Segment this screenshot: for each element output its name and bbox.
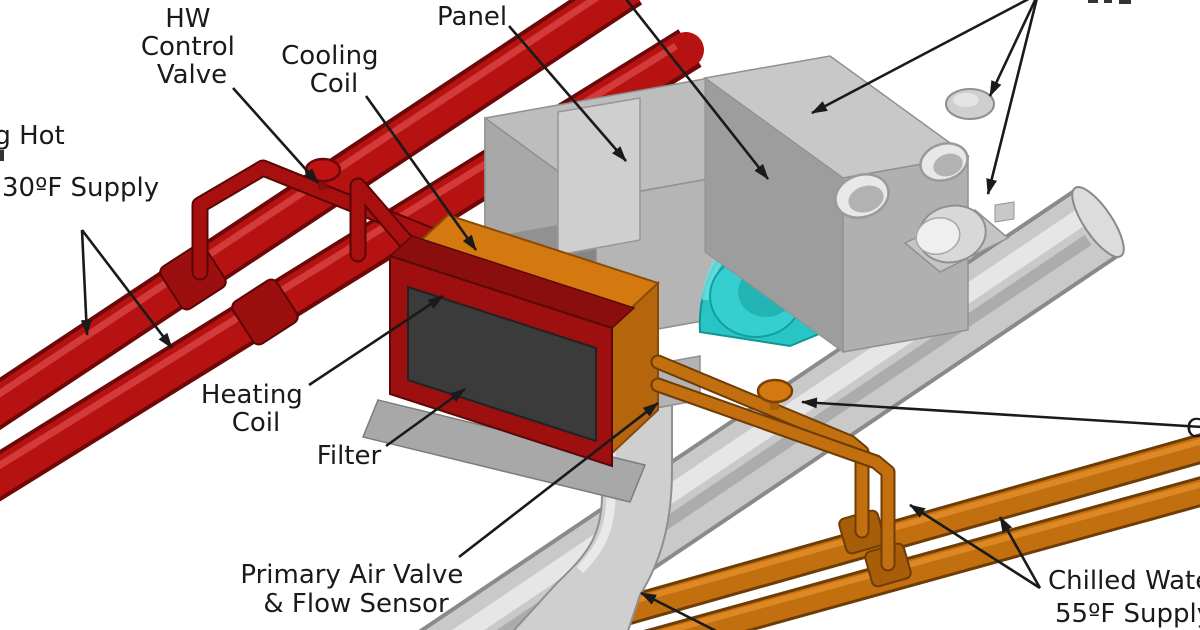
label-chilled-water-supply: Chilled Water 55ºF Supply [1048,566,1200,629]
chilled-water-branch-pipes [650,354,896,572]
label-line: Primary Air Valve [240,560,463,590]
text-fragment [1104,0,1112,3]
label-line: Chilled Water [1048,566,1200,596]
pipe-coupling [159,243,227,311]
cw-control-valve-body [756,378,794,410]
label-line: 30ºF Supply [2,173,159,203]
label-line: Valve [157,60,227,90]
arrow-cw-control-valve [801,397,1200,429]
label-line: Cooling [281,41,378,71]
arrow-primary-air-valve [458,401,659,559]
arrow-chilled-water-1 [909,503,1041,590]
label-hw-control-valve: HW Control Valve [141,4,243,90]
label-line: & Flow Sensor [263,589,449,619]
arrow-heating-coil [308,294,444,387]
text-fragment [0,150,4,161]
label-line: 55ºF Supply [1055,599,1200,629]
truncated-text-fragments [0,0,1131,161]
arrow-block-top-1 [811,0,1030,115]
arrow-filter [385,387,466,448]
filter-media [407,285,597,443]
arrow-hot-water-1 [80,229,92,336]
cw-branch-return [652,379,894,570]
interior-panel [557,97,641,256]
text-fragment [1088,0,1098,3]
arrow-block-dome [988,0,1037,97]
hw-valve-knob [304,157,342,183]
arrow-fan-from-top [625,0,770,180]
label-line: Control [141,32,235,62]
label-line: Coil [310,69,359,99]
label-line: Heating [201,380,303,410]
cw-main-lower-highlight [660,481,1200,630]
annotation-arrows [80,0,1200,630]
cw-main-lower [654,479,1200,630]
hot-water-main-1 [0,0,640,426]
arrow-chilled-water-2 [998,516,1042,589]
cw-valve-knob [756,378,794,404]
induction-port-opening [848,185,884,213]
arrow-hw-control-valve [232,87,319,184]
label-heating-coil: Heating Coil [201,380,311,438]
label-cooling-coil: Cooling Coil [281,41,387,99]
label-hot-water-supply: g Hot 30ºF Supply [0,121,159,203]
block-notch [994,201,1015,223]
label-cw-control-valve-truncated: C [1186,414,1200,444]
arrow-cooling-coil [364,95,478,251]
arrow-duct-from-bottom [640,591,717,630]
block-left-face [704,77,844,353]
outlet-nozzle-opening [915,216,961,256]
arrow-panel [508,25,627,162]
label-line: g Hot [0,121,65,151]
mixing-block [703,55,1015,353]
label-filter: Filter [317,441,382,471]
induction-port-opening [933,153,963,177]
text-fragment [1119,0,1131,4]
duct-elbow [512,389,673,630]
block-top-dome-highlight [953,93,979,107]
label-primary-air-valve: Primary Air Valve & Flow Sensor [240,560,471,619]
arrow-block-nozzle [986,0,1038,195]
label-line: Coil [232,408,281,438]
pipe-coupling [231,278,299,346]
arrow-hot-water-2 [80,229,174,349]
label-panel: Panel [437,2,507,32]
duct-end-cap [1071,186,1125,258]
label-line: HW [165,4,210,34]
